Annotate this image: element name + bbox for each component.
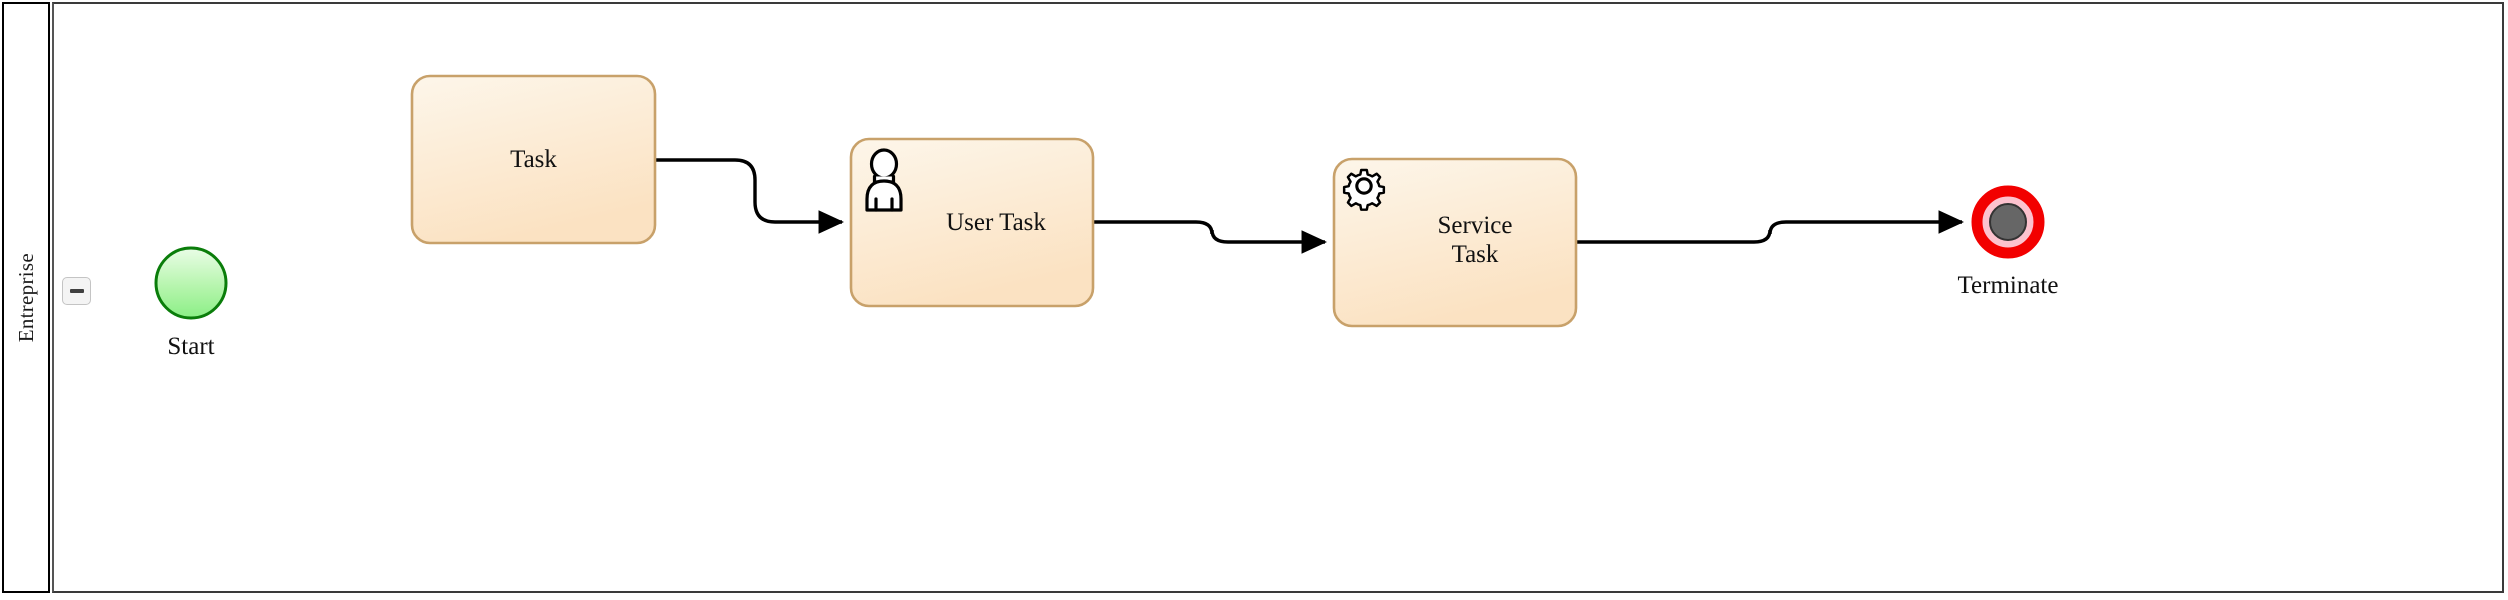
sequence-flow-task-to-user-task[interactable] — [655, 158, 845, 234]
task-shape[interactable] — [410, 74, 657, 245]
start-event-label: Start — [167, 333, 215, 360]
node-service-task[interactable] — [1332, 157, 1578, 328]
sequence-flow-user-task-to-service-task[interactable] — [1093, 220, 1328, 254]
node-user-task[interactable] — [849, 137, 1095, 308]
start-event-circle[interactable] — [154, 246, 228, 320]
gear-icon — [1342, 168, 1386, 211]
service-task-shape[interactable] — [1332, 157, 1578, 328]
node-start-event[interactable] — [154, 246, 228, 320]
minus-icon — [69, 289, 84, 293]
node-task[interactable] — [410, 74, 657, 245]
user-icon — [865, 148, 903, 212]
lane-collapse-button[interactable] — [62, 277, 91, 305]
sequence-flows — [655, 158, 1965, 254]
lane-title: Entreprise — [13, 252, 38, 343]
lane-header[interactable]: Entreprise — [2, 2, 50, 593]
terminate-marker — [1989, 203, 2027, 241]
terminate-event-label: Terminate — [1957, 272, 2059, 299]
sequence-flow-service-task-to-terminate[interactable] — [1576, 210, 1965, 244]
node-terminate-end-event[interactable] — [1971, 185, 2045, 259]
user-task-shape[interactable] — [849, 137, 1095, 308]
